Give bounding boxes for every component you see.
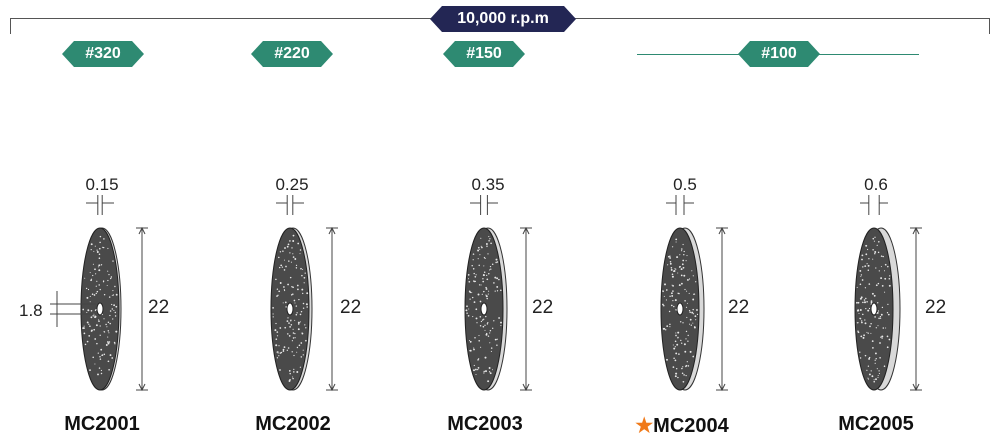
grit-badge-150: #150 — [443, 41, 525, 67]
product-code-text: MC2003 — [447, 413, 523, 435]
center-hole — [480, 302, 488, 316]
product-code-text: MC2001 — [64, 413, 140, 435]
star-icon: ★ — [635, 415, 654, 437]
diameter-label: 22 — [728, 297, 750, 318]
grit-badge-320: #320 — [62, 41, 144, 67]
thickness-label: 0.35 — [471, 175, 505, 194]
product-code-text: MC2005 — [838, 413, 914, 435]
thickness-label: 0.5 — [673, 175, 697, 194]
thickness-label: 0.25 — [275, 175, 309, 194]
grit-texture — [856, 236, 891, 383]
product-code: ★MC2004 — [597, 413, 767, 438]
center-hole — [96, 302, 104, 316]
center-hole — [286, 302, 294, 316]
product-code: MC2003 — [400, 413, 570, 436]
grit-badge-220: #220 — [251, 41, 333, 67]
product-code-text: MC2002 — [255, 413, 331, 435]
diameter-label: 22 — [925, 297, 947, 318]
product-code: MC2001 — [17, 413, 187, 436]
grit-badge-100: #100 — [738, 41, 820, 67]
speed-badge: 10,000 r.p.m — [430, 6, 576, 32]
grit-texture — [465, 236, 502, 383]
thickness-label: 0.15 — [85, 175, 119, 194]
product-code-text: MC2004 — [653, 415, 729, 437]
speed-range-left-tick — [10, 18, 11, 34]
diameter-label: 22 — [340, 297, 362, 318]
center-hole — [870, 302, 878, 316]
diameter-label: 22 — [148, 297, 170, 318]
speed-range-right-tick — [989, 18, 990, 34]
diameter-label: 22 — [532, 297, 554, 318]
thickness-label: 0.6 — [864, 175, 888, 194]
grit-texture — [662, 238, 699, 383]
product-code: MC2002 — [208, 413, 378, 436]
product-code: MC2005 — [791, 413, 961, 436]
grit-texture — [82, 235, 118, 376]
center-hole — [676, 302, 684, 316]
hole-diameter-label: 1.8 — [19, 301, 43, 320]
